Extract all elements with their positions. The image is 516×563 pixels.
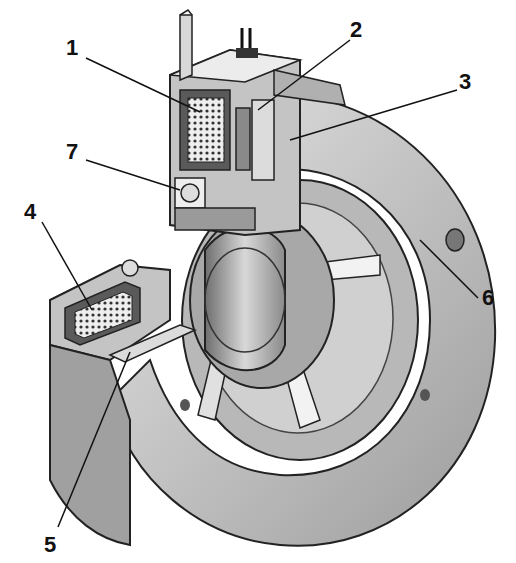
callout-number: 5	[44, 534, 56, 556]
leader-lines	[42, 40, 478, 527]
callout-number: 4	[24, 201, 36, 223]
callout-number: 1	[66, 37, 78, 59]
callout-number: 7	[66, 141, 78, 163]
callout-number: 6	[482, 287, 494, 309]
callout-number: 3	[459, 71, 471, 93]
callout-number: 2	[350, 19, 362, 41]
